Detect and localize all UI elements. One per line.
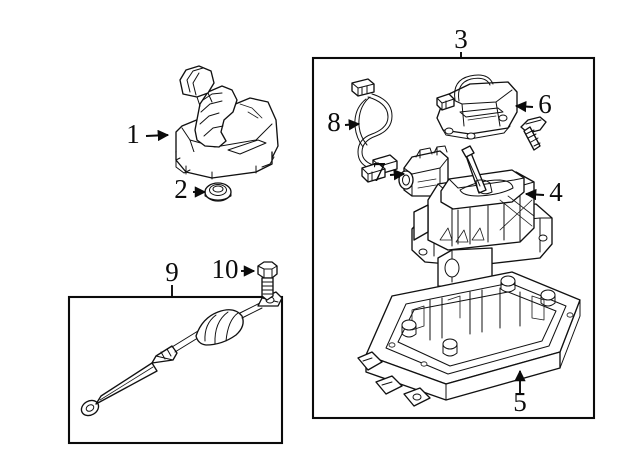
part-10-mounting-bolt xyxy=(257,261,278,301)
leader-4 xyxy=(524,188,545,201)
leader-8 xyxy=(344,119,361,131)
part-1-shift-knob-assembly xyxy=(175,65,279,180)
callout-label-7: 7 xyxy=(372,157,386,187)
callout-label-8: 8 xyxy=(327,107,341,137)
leader-lines xyxy=(145,52,545,394)
leader-1 xyxy=(145,129,170,142)
leader-6 xyxy=(514,100,534,113)
part-5-control-housing-pan xyxy=(357,271,581,407)
callout-label-10: 10 xyxy=(212,254,239,284)
callout-label-6: 6 xyxy=(538,89,552,119)
callout-label-5: 5 xyxy=(513,387,527,417)
cover-screw xyxy=(520,116,547,151)
part-2-bushing xyxy=(204,182,232,202)
part-8-wiring-harness xyxy=(351,78,398,183)
callout-label-9: 9 xyxy=(165,257,179,287)
callout-label-2: 2 xyxy=(174,174,188,204)
part-4-shift-mechanism xyxy=(411,145,553,289)
part-6-indicator-cover xyxy=(436,74,518,140)
callout-label-3: 3 xyxy=(454,24,468,54)
callout-label-1: 1 xyxy=(126,119,140,149)
part-9-shift-cable xyxy=(80,291,283,417)
callout-label-4: 4 xyxy=(549,177,563,207)
callout-labels: 1 2 3 4 5 6 7 8 9 10 xyxy=(126,24,563,417)
leader-7 xyxy=(389,169,406,181)
panel-9-border xyxy=(67,295,284,445)
